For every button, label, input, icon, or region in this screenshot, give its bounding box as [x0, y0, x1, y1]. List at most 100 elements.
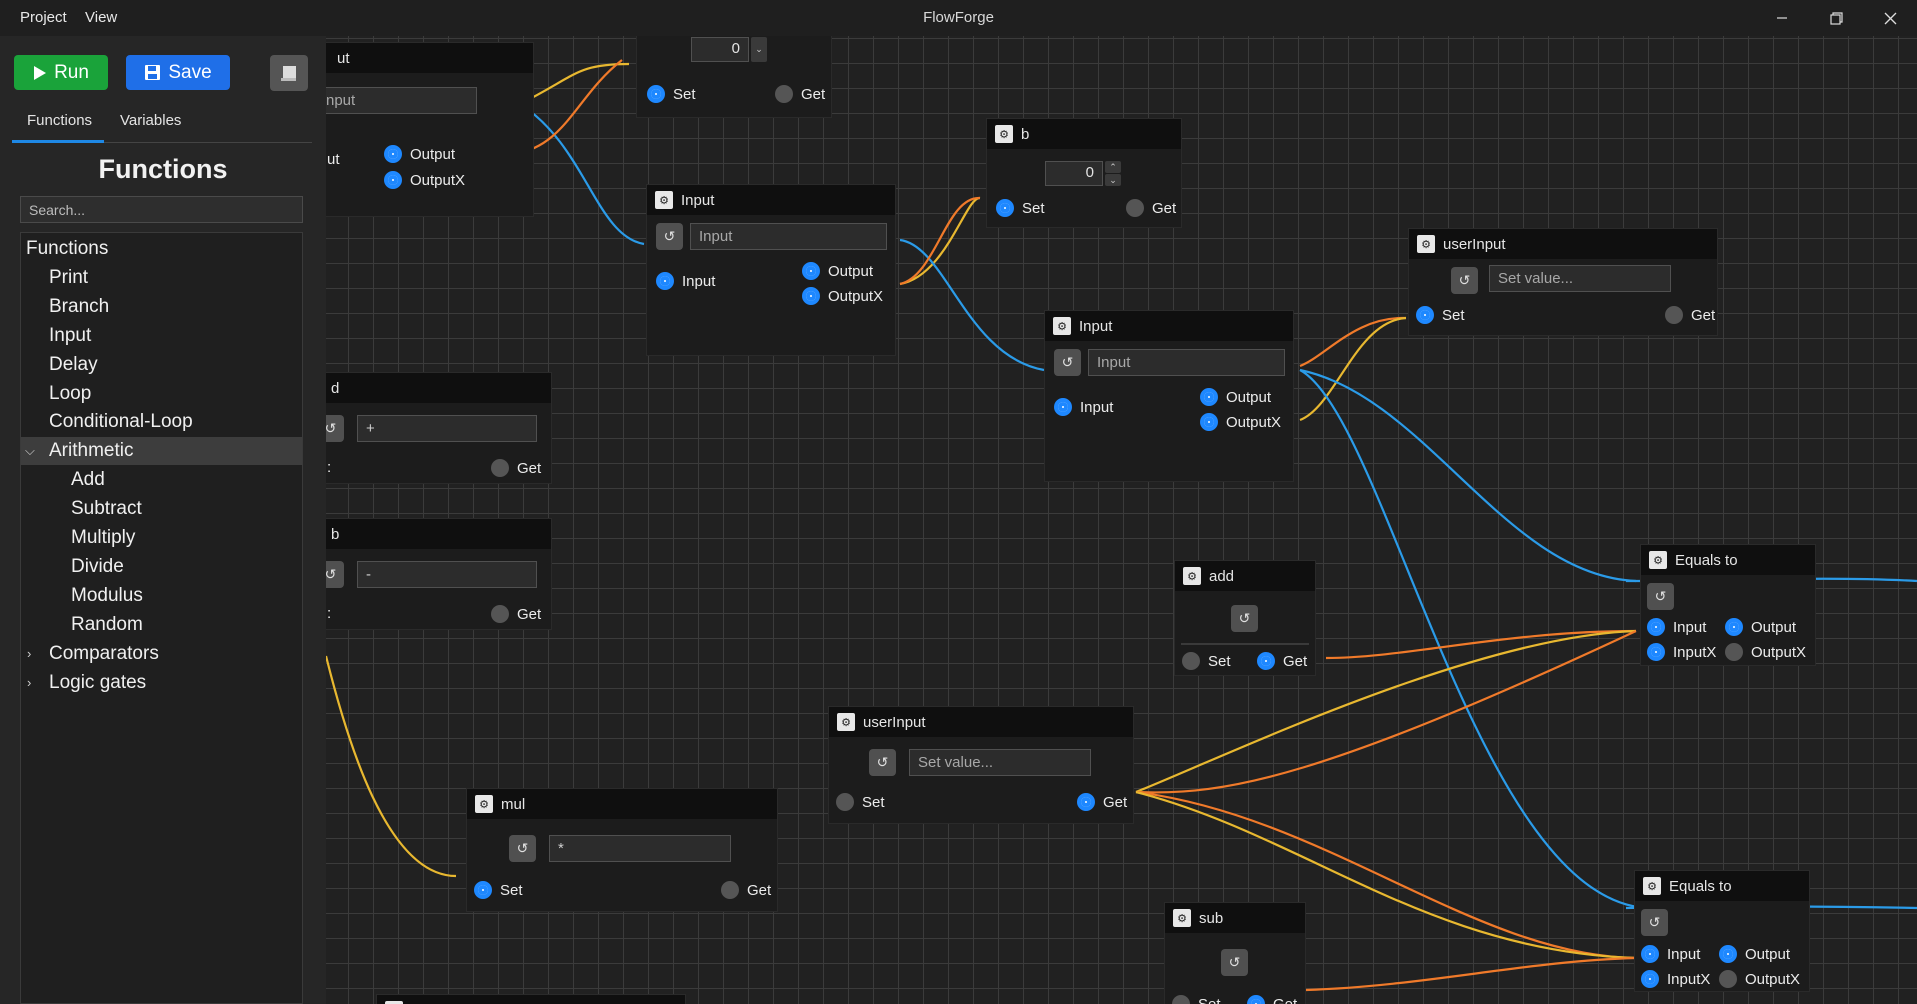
set-port[interactable]: Set	[474, 881, 523, 899]
tree-item-arithmetic[interactable]: ⌵ Arithmetic	[21, 437, 302, 465]
tree-item-conditional-loop[interactable]: Conditional-Loop	[21, 408, 302, 436]
tree-item-divide[interactable]: Divide	[21, 553, 302, 581]
partial-node[interactable]: ⚙	[376, 994, 686, 1004]
radio-dot[interactable]	[1725, 618, 1743, 636]
tree-item-logic-gates[interactable]: › Logic gates	[21, 669, 302, 697]
radio-dot[interactable]	[1647, 618, 1665, 636]
tree-item-branch[interactable]: Branch	[21, 293, 302, 321]
tree-item-input[interactable]: Input	[21, 322, 302, 350]
radio-dot[interactable]	[1665, 306, 1683, 324]
document-button[interactable]	[270, 55, 308, 91]
radio-dot[interactable]	[1054, 398, 1072, 416]
tree-item-functions[interactable]: Functions	[21, 235, 302, 263]
radio-dot[interactable]	[802, 262, 820, 280]
outputx-port[interactable]: OutputX	[802, 287, 883, 305]
tab-functions[interactable]: Functions	[27, 112, 93, 129]
reset-icon[interactable]: ↺	[1231, 605, 1258, 632]
radio-dot[interactable]	[1641, 945, 1659, 963]
user-input-node[interactable]: ⚙userInput ↺ Set Get	[1408, 228, 1718, 336]
restore-icon[interactable]	[1808, 0, 1864, 36]
output-port[interactable]: Output	[802, 262, 873, 280]
tree-item-random[interactable]: Random	[21, 611, 302, 639]
input-port[interactable]: Input	[1641, 945, 1700, 963]
input-node[interactable]: ut ut Output OutputX	[326, 42, 534, 217]
get-port[interactable]: Get	[721, 881, 771, 899]
input-node[interactable]: ⚙Input ↺ Input Output OutputX	[646, 184, 896, 356]
inputx-port[interactable]: InputX	[1641, 970, 1710, 988]
tree-item-comparators[interactable]: › Comparators	[21, 640, 302, 668]
radio-dot[interactable]	[1200, 413, 1218, 431]
operator-field[interactable]	[357, 415, 537, 442]
chevron-down-icon[interactable]: ⌄	[1105, 174, 1121, 186]
tree-item-print[interactable]: Print	[21, 264, 302, 292]
radio-dot[interactable]	[656, 272, 674, 290]
radio-dot[interactable]	[647, 85, 665, 103]
output-port[interactable]: Output	[1200, 388, 1271, 406]
input-field[interactable]	[1088, 349, 1285, 376]
menu-view[interactable]: View	[85, 9, 118, 26]
chevron-right-icon[interactable]: ›	[27, 675, 32, 690]
radio-dot[interactable]	[996, 199, 1014, 217]
radio-dot[interactable]	[1257, 652, 1275, 670]
radio-dot[interactable]	[1416, 306, 1434, 324]
variable-node[interactable]: 0 ⌄ Set Get	[636, 36, 832, 118]
save-button[interactable]: Save	[126, 55, 230, 90]
input-port[interactable]: Input	[1647, 618, 1706, 636]
chevron-down-icon[interactable]: ⌵	[25, 443, 35, 458]
set-port[interactable]: Set	[1416, 306, 1465, 324]
variable-node[interactable]: ⚙b 0 ⌃⌄ Set Get	[986, 118, 1182, 228]
tree-item-multiply[interactable]: Multiply	[21, 524, 302, 552]
get-port[interactable]: Get	[1077, 793, 1127, 811]
tree-item-add[interactable]: Add	[21, 466, 302, 494]
get-port[interactable]: Get	[1257, 652, 1307, 670]
radio-dot[interactable]	[1647, 643, 1665, 661]
reset-icon[interactable]: ↺	[1221, 949, 1248, 976]
radio-dot[interactable]	[1719, 945, 1737, 963]
tab-variables[interactable]: Variables	[120, 112, 182, 129]
menu-project[interactable]: Project	[20, 9, 67, 26]
set-port[interactable]: Set	[996, 199, 1045, 217]
node-canvas[interactable]: ut ut Output OutputX 0 ⌄ Set Get ⚙Input …	[326, 36, 1917, 1004]
number-spinner[interactable]: 0 ⌄	[691, 37, 767, 62]
set-port[interactable]: Set	[1182, 652, 1231, 670]
reset-icon[interactable]: ↺	[656, 223, 683, 250]
mul-node[interactable]: ⚙mul ↺ Set Get	[466, 788, 778, 912]
spin-arrows[interactable]: ⌄	[751, 37, 767, 62]
radio-dot[interactable]	[836, 793, 854, 811]
get-port[interactable]: Get	[1247, 995, 1297, 1004]
operator-field[interactable]	[357, 561, 537, 588]
radio-dot[interactable]	[1172, 995, 1190, 1004]
tree-item-subtract[interactable]: Subtract	[21, 495, 302, 523]
radio-dot[interactable]	[1126, 199, 1144, 217]
radio-dot[interactable]	[1200, 388, 1218, 406]
tree-item-delay[interactable]: Delay	[21, 351, 302, 379]
minimize-icon[interactable]	[1754, 0, 1810, 36]
input-field[interactable]	[326, 87, 477, 114]
output-port[interactable]: Output	[1725, 618, 1796, 636]
equals-node[interactable]: ⚙Equals to ↺ Input InputX Output OutputX	[1634, 870, 1810, 992]
set-port[interactable]: Set	[836, 793, 885, 811]
outputx-port[interactable]: OutputX	[384, 171, 465, 189]
radio-dot[interactable]	[775, 85, 793, 103]
radio-dot[interactable]	[1077, 793, 1095, 811]
radio-dot[interactable]	[474, 881, 492, 899]
operator-field[interactable]	[549, 835, 731, 862]
outputx-port[interactable]: OutputX	[1725, 643, 1806, 661]
tree-item-loop[interactable]: Loop	[21, 380, 302, 408]
reset-icon[interactable]: ↺	[869, 749, 896, 776]
value-field[interactable]	[1489, 265, 1671, 292]
set-port[interactable]: Set	[1172, 995, 1221, 1004]
output-port[interactable]: Output	[384, 145, 455, 163]
reset-icon[interactable]: ↺	[326, 415, 344, 442]
reset-icon[interactable]: ↺	[1054, 349, 1081, 376]
radio-dot[interactable]	[491, 459, 509, 477]
spin-arrows[interactable]: ⌃⌄	[1105, 161, 1121, 186]
close-icon[interactable]	[1862, 0, 1917, 36]
reset-icon[interactable]: ↺	[326, 561, 344, 588]
radio-dot[interactable]	[384, 145, 402, 163]
get-port[interactable]: Get	[775, 85, 825, 103]
radio-dot[interactable]	[721, 881, 739, 899]
chevron-down-icon[interactable]: ⌄	[751, 37, 767, 62]
inputx-port[interactable]: InputX	[1647, 643, 1716, 661]
radio-dot[interactable]	[384, 171, 402, 189]
